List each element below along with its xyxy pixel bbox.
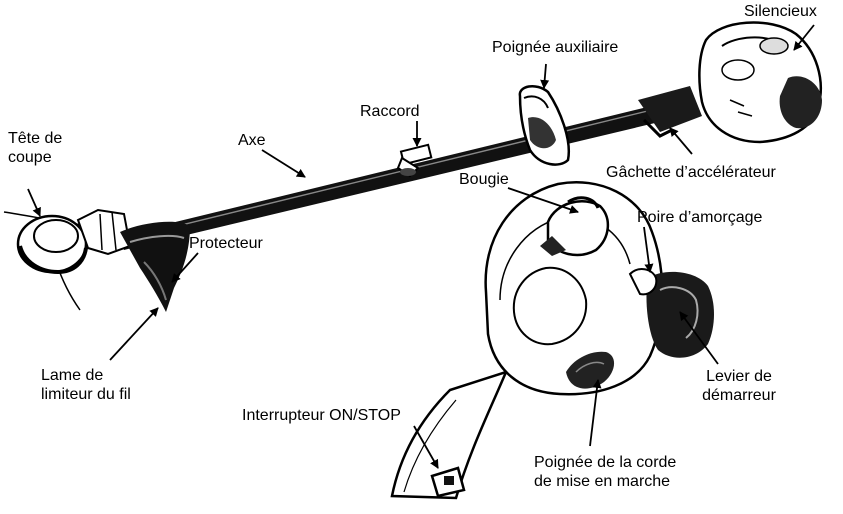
engine-closeup xyxy=(390,181,714,500)
label-axe: Axe xyxy=(238,132,266,149)
label-poignee-corde: Poignée de la corde de mise en marche xyxy=(534,454,677,490)
label-interrupteur: Interrupteur ON/STOP xyxy=(242,407,401,424)
label-tete-de-coupe: Tête de coupe xyxy=(8,130,63,166)
arrow-protecteur xyxy=(171,252,199,283)
arrow-interrupteur xyxy=(413,425,439,469)
cutting-head-assembly xyxy=(3,208,132,311)
guard xyxy=(120,221,190,312)
label-levier: Levier de démarreur xyxy=(702,368,776,404)
auxiliary-handle xyxy=(518,84,571,166)
arrow-lame xyxy=(109,307,159,361)
label-lame: Lame de limiteur du fil xyxy=(41,367,131,403)
arrow-bougie xyxy=(507,187,579,214)
arrow-gachette xyxy=(669,127,693,155)
label-bougie: Bougie xyxy=(459,171,509,188)
throttle-trigger xyxy=(638,86,702,138)
label-protecteur: Protecteur xyxy=(189,235,263,252)
arrow-poignee-corde xyxy=(589,379,602,447)
arrow-tete-de-coupe xyxy=(27,188,41,217)
arrow-axe xyxy=(261,149,306,178)
arrow-silencieux xyxy=(793,24,815,51)
arrow-levier xyxy=(679,311,719,365)
label-gachette: Gâchette d’accélérateur xyxy=(606,164,776,181)
label-raccord: Raccord xyxy=(360,103,420,120)
label-poire: Poire d’amorçage xyxy=(637,209,763,226)
coupler xyxy=(396,143,433,178)
arrow-poignee-auxiliaire xyxy=(540,63,550,89)
leader-arrows xyxy=(27,24,815,469)
label-silencieux: Silencieux xyxy=(744,3,817,20)
engine-housing xyxy=(698,21,822,144)
label-poignee-auxiliaire: Poignée auxiliaire xyxy=(492,39,619,56)
arrow-poire xyxy=(643,226,654,273)
